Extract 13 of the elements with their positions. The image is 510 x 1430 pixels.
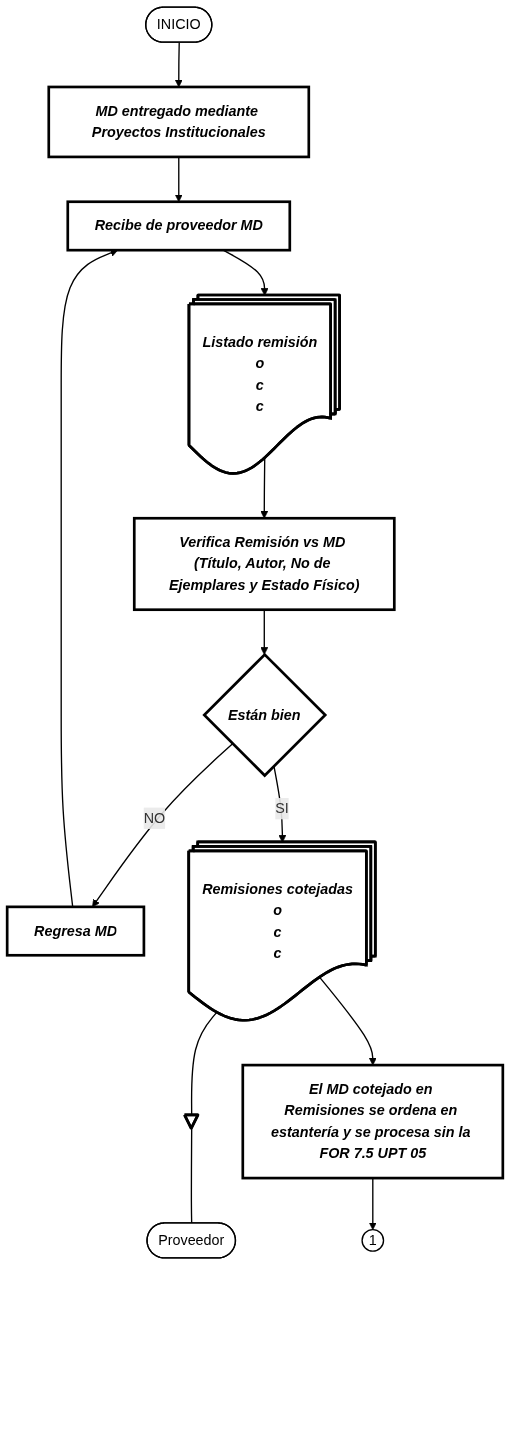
node-box: Verifica Remisión vs MD (Título, Autor, No de Ejemplares y Estado Físico) [132, 516, 396, 612]
edge-label: SI [275, 800, 289, 816]
node-box: Regresa MD [5, 905, 146, 957]
node-box: MD entregado mediante Proyectos Institucionales [47, 85, 311, 159]
connector [190, 1011, 218, 1116]
node-box: Recibe de proveedor MD [66, 200, 292, 252]
node-diamond: Están bien [202, 652, 328, 778]
edge-label: NO [143, 810, 166, 826]
node-box: El MD cotejado en Remisiones se ordena en estantería y se procesa sin la FOR 7.5 UPT 05 [241, 1063, 505, 1180]
node-circle: 1 [361, 1229, 385, 1252]
arrow [319, 976, 377, 1066]
arrow [260, 457, 269, 519]
arrow [260, 609, 269, 655]
